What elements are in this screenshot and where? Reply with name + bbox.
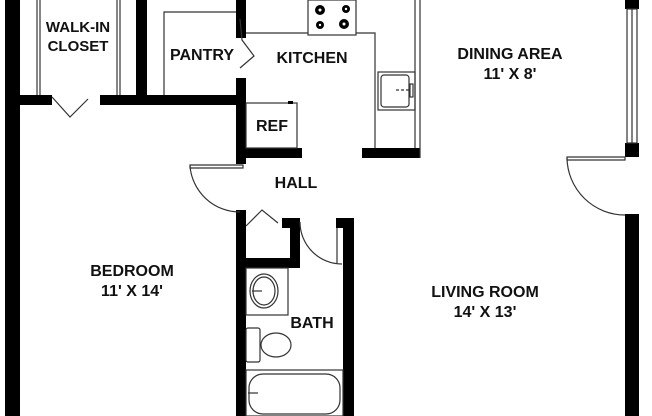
refrigerator-icon	[245, 101, 298, 149]
bathtub-icon	[245, 369, 344, 416]
bath-sink-icon	[245, 267, 289, 316]
room-label-bath: BATH	[290, 315, 334, 332]
toilet-icon	[245, 327, 292, 363]
room-label-kitchen: KITCHEN	[276, 50, 348, 67]
room-label-living-room: LIVING ROOM 14' X 13'	[431, 284, 539, 321]
room-label-walk-in-closet: WALK-IN CLOSET	[45, 19, 111, 55]
room-label-bedroom: BEDROOM 11' X 14'	[90, 263, 174, 300]
walls	[5, 0, 639, 416]
thin-lines	[36, 0, 638, 265]
stove-icon	[307, 0, 357, 36]
room-label-dining-area: DINING AREA 11' X 8'	[457, 46, 563, 83]
kitchen-sink-icon	[377, 71, 416, 111]
room-label-ref: REF	[256, 118, 288, 135]
room-label-hall: HALL	[274, 175, 318, 192]
room-label-pantry: PANTRY	[170, 47, 234, 64]
